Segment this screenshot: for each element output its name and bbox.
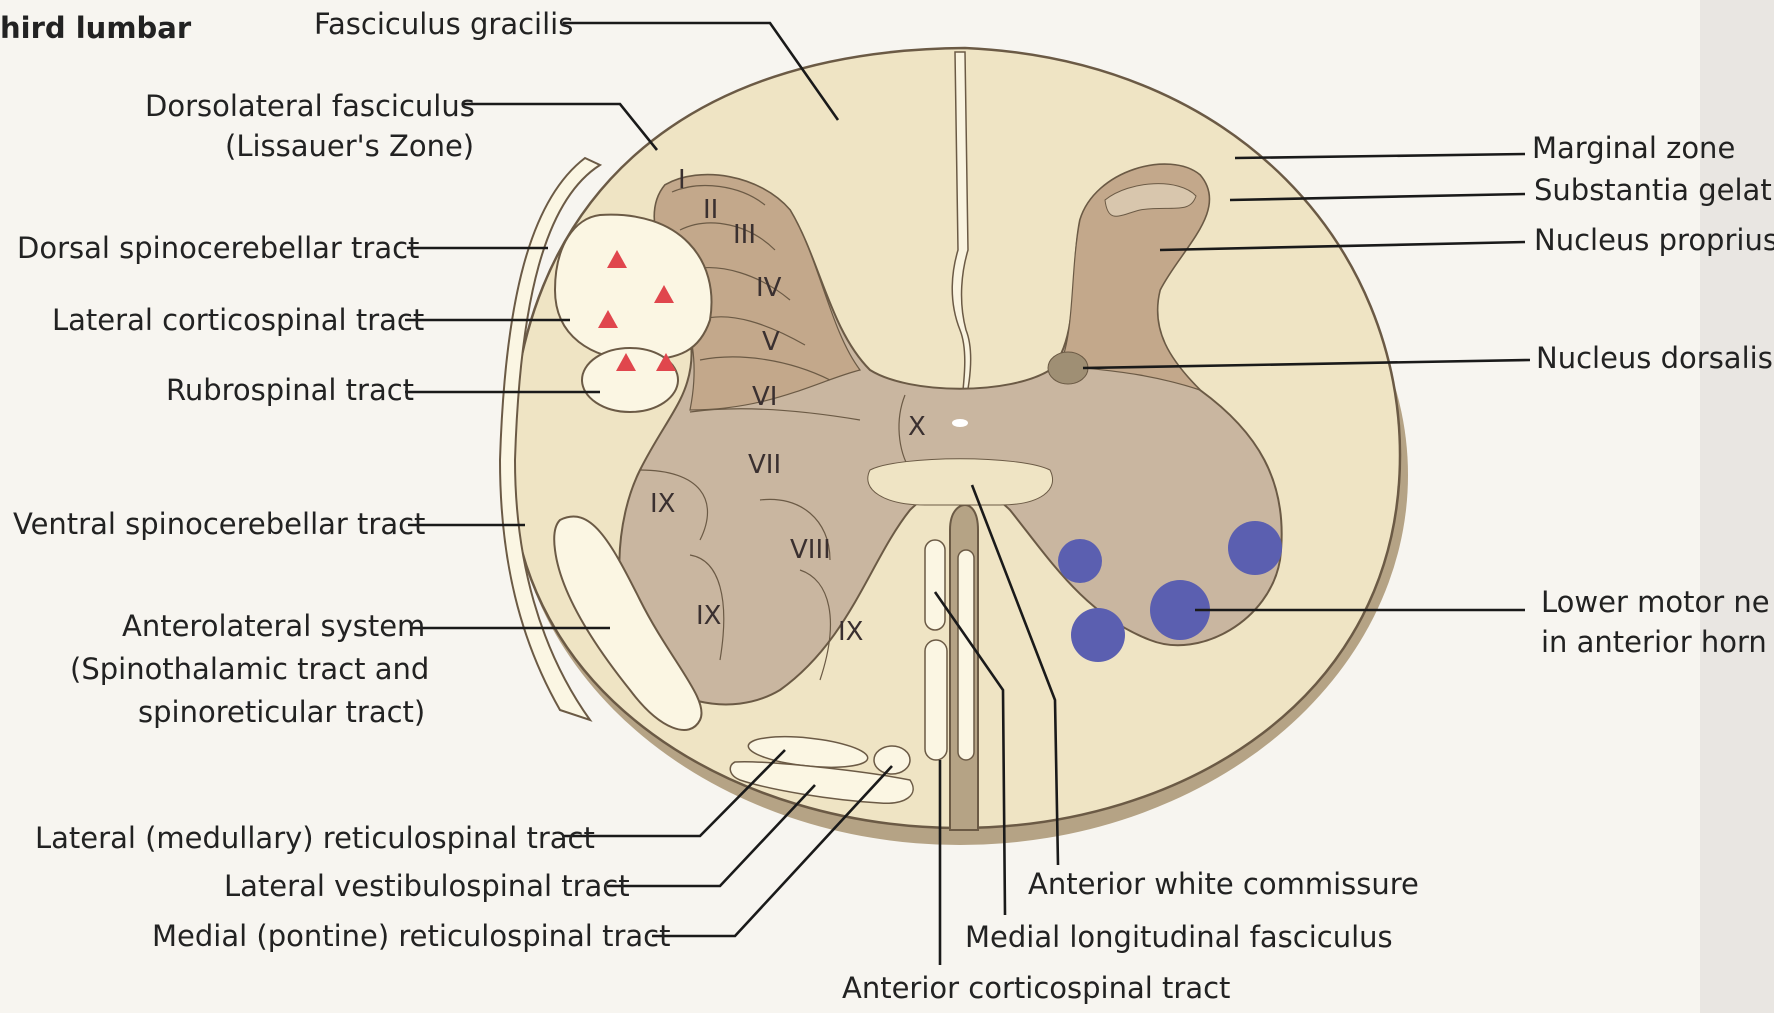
nucleus-dorsalis (1048, 352, 1088, 384)
lamina-V: V (762, 327, 780, 357)
label-medial-longitudinal: Medial longitudinal fasciculus (965, 920, 1393, 954)
lamina-X: X (908, 412, 926, 442)
lamina-VIII: VIII (790, 535, 831, 565)
label-substantia-gelatinosa: Substantia gelatir (1534, 173, 1774, 207)
label-anterolateral-system: Anterolateral system (122, 609, 425, 643)
anterior-white-commissure-shape (868, 459, 1053, 505)
label-lower-motor-neurons: Lower motor ne (1541, 585, 1770, 619)
label-anterolateral-sub2: spinoreticular tract) (138, 695, 425, 729)
lamina-III: III (733, 220, 756, 250)
lamina-IX-medial: IX (838, 617, 863, 647)
section-heading: hird lumbar (0, 11, 192, 45)
label-dorsal-spinocerebellar: Dorsal spinocerebellar tract (17, 231, 419, 265)
central-canal (952, 419, 968, 427)
medial-longitudinal-fasciculus-tract (925, 540, 945, 630)
lamina-IX-ventral: IX (696, 601, 721, 631)
label-rubrospinal: Rubrospinal tract (166, 373, 414, 407)
label-anterior-corticospinal: Anterior corticospinal tract (842, 971, 1230, 1005)
spinal-cord-section (500, 48, 1408, 845)
label-nucleus-proprius: Nucleus proprius (1534, 223, 1774, 257)
lamina-I: I (678, 165, 686, 195)
lamina-VI: VI (752, 382, 777, 412)
label-anterolateral-sub1: (Spinothalamic tract and (70, 652, 429, 686)
label-anterior-white-commissure: Anterior white commissure (1028, 867, 1419, 901)
label-lateral-reticulospinal: Lateral (medullary) reticulospinal tract (35, 821, 595, 855)
label-dorsolateral-fasciculus: Dorsolateral fasciculus (145, 89, 475, 123)
label-lateral-corticospinal: Lateral corticospinal tract (52, 303, 424, 337)
medial-reticulospinal-tract (874, 746, 910, 774)
lamina-IX-lateral: IX (650, 489, 675, 519)
label-lateral-vestibulospinal: Lateral vestibulospinal tract (224, 869, 630, 903)
label-nucleus-dorsalis: Nucleus dorsalis (1536, 341, 1773, 375)
anterior-corticospinal-tract-shape (925, 640, 947, 760)
label-marginal-zone: Marginal zone (1532, 131, 1735, 165)
label-fasciculus-gracilis: Fasciculus gracilis (314, 7, 573, 41)
lamina-II: II (703, 195, 718, 225)
medial-strip-right (958, 550, 974, 760)
label-lissauers-zone: (Lissauer's Zone) (225, 129, 474, 163)
lamina-IV: IV (756, 273, 782, 303)
lamina-VII: VII (748, 450, 781, 480)
label-ventral-spinocerebellar: Ventral spinocerebellar tract (13, 507, 425, 541)
label-in-anterior-horn: in anterior horn (1541, 625, 1767, 659)
label-medial-reticulospinal: Medial (pontine) reticulospinal tract (152, 919, 670, 953)
